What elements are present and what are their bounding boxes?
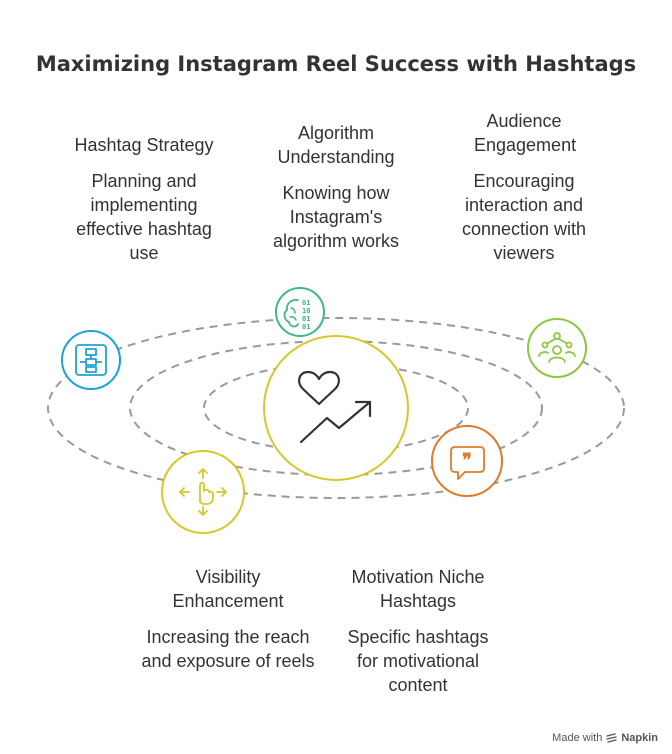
node-visibility-enhancement bbox=[161, 450, 245, 534]
node-hashtag-strategy bbox=[61, 330, 121, 390]
brain-binary-icon: 01 10 01 01 bbox=[283, 298, 310, 331]
svg-text:01: 01 bbox=[302, 323, 310, 331]
flowchart-icon bbox=[75, 344, 107, 376]
svg-text:01: 01 bbox=[302, 299, 310, 307]
topic-visibility-enhancement: Visibility Enhancement Increasing the re… bbox=[136, 565, 320, 673]
topic-description: Specific hashtags for motivational conte… bbox=[347, 627, 489, 695]
topic-hashtag-strategy: Hashtag Strategy Planning and implementi… bbox=[54, 133, 234, 265]
topic-audience-engagement: Audience Engagement Encouraging interact… bbox=[434, 109, 614, 265]
orbit-outer bbox=[47, 317, 625, 499]
topic-heading: Motivation Niche Hashtags bbox=[351, 567, 485, 611]
topic-description: Knowing how Instagram's algorithm works bbox=[272, 183, 400, 251]
center-node bbox=[263, 335, 409, 481]
node-audience-engagement bbox=[527, 318, 587, 378]
svg-text:01: 01 bbox=[302, 315, 310, 323]
napkin-logo-icon bbox=[606, 732, 618, 743]
topic-description: Planning and implementing effective hash… bbox=[76, 171, 212, 263]
footer-made-with: Made with bbox=[552, 732, 603, 744]
node-algorithm-understanding: 01 10 01 01 bbox=[275, 287, 325, 337]
topic-description: Increasing the reach and exposure of ree… bbox=[141, 627, 315, 671]
svg-text:10: 10 bbox=[302, 307, 310, 315]
topic-heading: Audience Engagement bbox=[474, 111, 577, 155]
page-title: Maximizing Instagram Reel Success with H… bbox=[35, 52, 637, 76]
topic-heading: Algorithm Understanding bbox=[277, 123, 395, 167]
heart-trend-icon bbox=[298, 370, 372, 444]
topic-description: Encouraging interaction and connection w… bbox=[461, 171, 587, 263]
footer-attribution: Made with Napkin bbox=[552, 732, 658, 744]
node-motivation-niche-hashtags: ❞ bbox=[431, 425, 503, 497]
quote-bubble-icon: ❞ bbox=[450, 446, 485, 480]
topic-heading: Hashtag Strategy bbox=[74, 135, 214, 155]
footer-brand: Napkin bbox=[621, 732, 658, 744]
people-network-icon bbox=[538, 332, 576, 363]
topic-algorithm-understanding: Algorithm Understanding Knowing how Inst… bbox=[246, 121, 426, 253]
expand-arrows-icon bbox=[179, 468, 227, 516]
svg-text:❞: ❞ bbox=[462, 450, 472, 471]
topic-motivation-niche-hashtags: Motivation Niche Hashtags Specific hasht… bbox=[330, 565, 506, 697]
topic-heading: Visibility Enhancement bbox=[172, 567, 284, 611]
